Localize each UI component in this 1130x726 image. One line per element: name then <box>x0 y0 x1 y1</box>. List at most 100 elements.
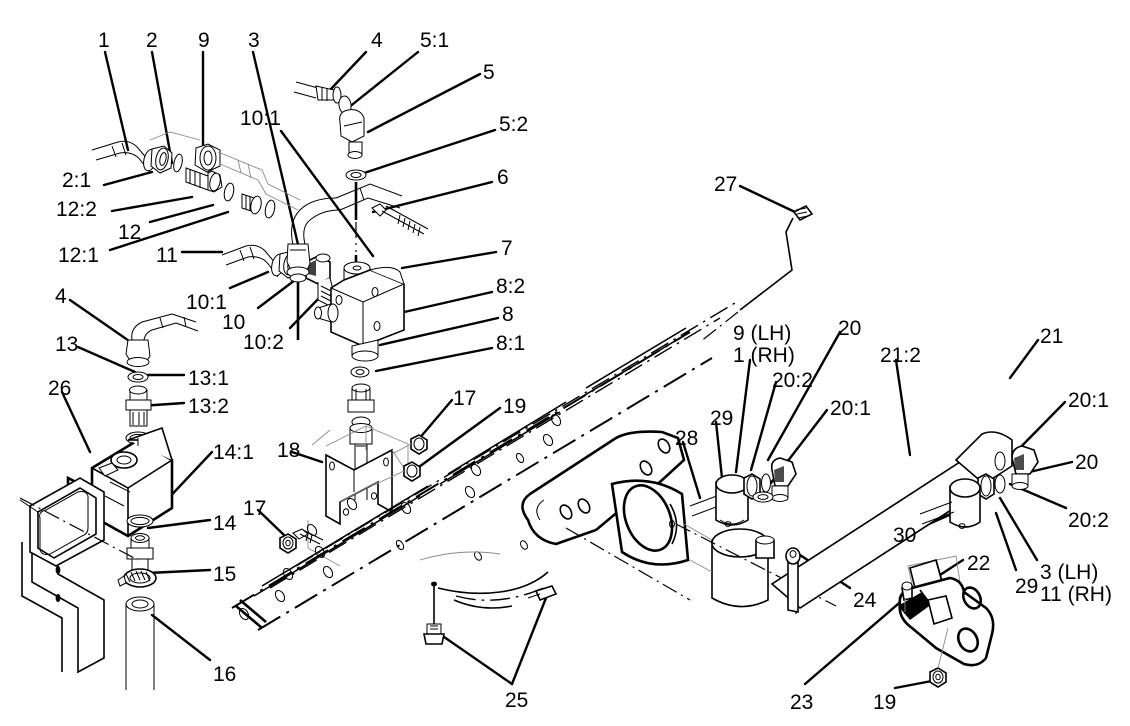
part-3-lh-11-rh-nut <box>977 473 995 500</box>
callout-label-11: 11 <box>156 244 178 267</box>
callout-label-8-1: 8:1 <box>496 332 526 355</box>
callout-label-12-2: 12:2 <box>56 198 97 221</box>
leader-line-6 <box>371 180 494 214</box>
callout-label-20-1: 20:1 <box>1068 389 1109 412</box>
leader-line-8-1 <box>374 346 494 373</box>
callout-label-26: 26 <box>48 377 72 400</box>
callout-label-25: 25 <box>505 689 529 712</box>
part-14-15-16-column <box>117 514 157 690</box>
callout-label-20-1: 20:1 <box>830 397 871 420</box>
callout-label-21-2: 21:2 <box>880 344 921 367</box>
part-7-valve-manifold <box>314 261 405 362</box>
leader-line-1 <box>103 50 130 152</box>
callout-label-19: 19 <box>503 395 527 418</box>
leader-line-2-1 <box>102 170 154 187</box>
part-16-hose-tube <box>125 596 155 690</box>
callout-label-14-1: 14:1 <box>213 441 254 464</box>
part-20-2-washer-right <box>994 474 1006 494</box>
callout-label-11--RH-: 11 (RH) <box>1040 583 1112 606</box>
callout-label-13-2: 13:2 <box>188 395 229 418</box>
leader-line-21 <box>1008 338 1040 380</box>
leader-line-21-2 <box>894 358 912 457</box>
cylinder-base-end-fittings <box>919 445 1039 529</box>
leader-line-16 <box>150 613 212 662</box>
part-13-adapter <box>125 385 152 427</box>
callout-label-5-2: 5:2 <box>499 113 529 136</box>
leader-line-10-2 <box>288 293 324 330</box>
callout-label-29: 29 <box>710 407 734 430</box>
callout-label-12-1: 12:1 <box>58 244 99 267</box>
part-29-clamp-right <box>949 478 981 529</box>
leader-line-15 <box>146 568 212 575</box>
callout-label-17: 17 <box>453 387 477 410</box>
leader-line-14 <box>146 518 212 530</box>
part-12-2-washer <box>223 182 235 202</box>
callout-label-21: 21 <box>1040 325 1064 348</box>
part-28-pivot-plate <box>521 430 837 614</box>
callout-label-24: 24 <box>853 589 877 612</box>
part-15-hose-clamp <box>117 568 157 588</box>
callout-label-14: 14 <box>213 512 237 535</box>
callout-label-2: 2 <box>146 29 158 52</box>
leader-line-25b <box>432 628 514 686</box>
callout-label-29: 29 <box>1015 575 1039 598</box>
callout-label-28: 28 <box>675 427 699 450</box>
callout-label-27: 27 <box>714 173 738 196</box>
callout-label-20-2: 20:2 <box>772 369 813 392</box>
callout-label-18: 18 <box>277 439 301 462</box>
callout-label-12: 12 <box>118 221 142 244</box>
callout-label-2-1: 2:1 <box>62 169 92 192</box>
callout-label-9--LH-: 9 (LH) <box>733 322 792 345</box>
callout-label-22: 22 <box>967 552 991 575</box>
leader-lines <box>60 50 1074 690</box>
cylinder-rod-end-fittings <box>689 457 797 559</box>
part-10-valve-body <box>305 253 335 307</box>
part-29-clamp-left <box>715 474 749 527</box>
leader-line-12-1 <box>108 210 230 252</box>
leader-line-29 <box>994 511 1018 572</box>
part-18-bracket <box>307 425 409 567</box>
callout-label-9: 9 <box>198 29 210 52</box>
callout-label-10-1: 10:1 <box>240 107 281 130</box>
leader-line-27 <box>738 184 797 214</box>
leader-line-2 <box>150 50 174 165</box>
part-2-1-washer <box>173 153 183 173</box>
leader-line-10-1 <box>228 270 270 290</box>
part-2-adapter <box>185 167 223 193</box>
callout-label-3--LH-: 3 (LH) <box>1040 561 1099 584</box>
leader-line-17 <box>256 508 286 537</box>
leader-line-18 <box>290 450 324 464</box>
leader-line-7 <box>400 250 498 270</box>
part-25-bolts <box>419 551 558 645</box>
leader-line-29 <box>714 420 724 480</box>
part-3-elbow-hose <box>286 183 403 340</box>
leader-line-26 <box>60 390 92 454</box>
callout-label-13: 13 <box>55 333 79 356</box>
callout-label-17: 17 <box>243 497 267 520</box>
callout-label-3: 3 <box>248 29 260 52</box>
callout-label-1: 1 <box>98 29 110 52</box>
callout-label-16: 16 <box>213 663 237 686</box>
leader-line-25 <box>510 596 548 686</box>
callout-label-20: 20 <box>838 317 862 340</box>
callout-label-5-1: 5:1 <box>420 29 450 52</box>
part-20-1-washer-right <box>994 451 1006 471</box>
part-4-hose-and-5-elbow-column <box>293 81 367 272</box>
leader-line-8 <box>378 316 500 347</box>
callout-label-23: 23 <box>790 691 814 714</box>
part-5-elbow <box>339 109 365 159</box>
callout-label-4: 4 <box>55 285 67 308</box>
leader-line-4 <box>328 50 368 92</box>
part-20-2-washer-left <box>761 473 771 493</box>
callout-label-1--RH-: 1 (RH) <box>733 344 795 367</box>
part-27-tube-fitting <box>699 204 814 343</box>
callout-label-20-2: 20:2 <box>1068 509 1109 532</box>
callout-label-30: 30 <box>893 524 917 547</box>
leader-line-20-2 <box>749 380 778 472</box>
callout-label-20: 20 <box>1075 451 1099 474</box>
leader-line-3--LH- <box>998 496 1039 562</box>
callout-label-15: 15 <box>213 563 237 586</box>
part-12-1-washer <box>264 199 276 219</box>
callout-label-10-1: 10:1 <box>186 291 227 314</box>
